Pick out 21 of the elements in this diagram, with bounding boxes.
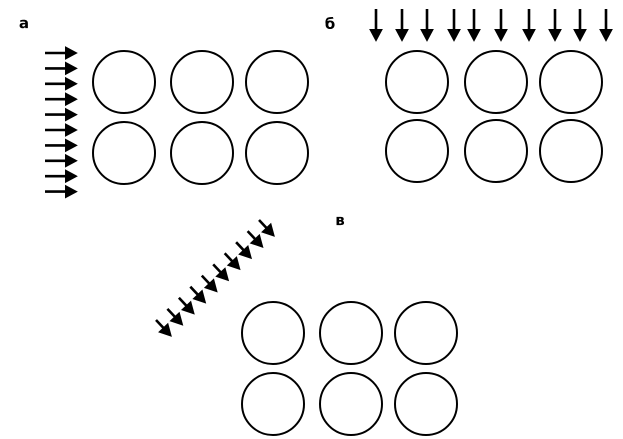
circle [245, 121, 309, 185]
circle [319, 372, 383, 436]
circle [92, 50, 156, 114]
circle [245, 50, 309, 114]
circle [539, 119, 603, 183]
circle [241, 301, 305, 365]
circle [464, 50, 528, 114]
circle [92, 121, 156, 185]
circle [394, 301, 458, 365]
circle [394, 372, 458, 436]
panel-letter: б [325, 16, 335, 30]
circle [385, 119, 449, 183]
circle [464, 119, 528, 183]
panel-letter: в [336, 216, 344, 226]
panel-letter: а [20, 20, 28, 28]
circle [539, 50, 603, 114]
circle [385, 50, 449, 114]
circle [170, 121, 234, 185]
circle [241, 372, 305, 436]
circle [170, 50, 234, 114]
circle [319, 301, 383, 365]
